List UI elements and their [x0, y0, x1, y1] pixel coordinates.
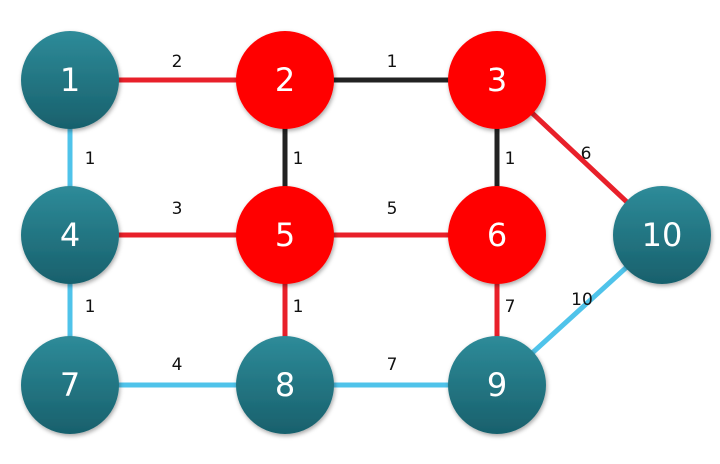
node-10: 10 — [613, 186, 711, 284]
node-circle-8 — [236, 336, 334, 434]
edge-weight-8-9: 7 — [387, 355, 398, 375]
edge-weight-6-9: 7 — [505, 297, 516, 317]
edge-weight-1-4: 1 — [85, 149, 96, 169]
node-label-8: 8 — [275, 366, 295, 404]
edge-weight-2-3: 1 — [387, 52, 398, 72]
edge-weight-5-6: 5 — [387, 199, 398, 219]
edges-layer — [67, 77, 664, 388]
node-4: 4 — [21, 186, 119, 284]
edge-weight-1-2: 2 — [172, 52, 183, 72]
edge-weight-5-8: 1 — [293, 297, 304, 317]
node-circle-5 — [236, 186, 334, 284]
node-label-6: 6 — [487, 216, 507, 254]
node-circle-1 — [21, 31, 119, 129]
node-1: 1 — [21, 31, 119, 129]
node-label-5: 5 — [275, 216, 295, 254]
node-label-9: 9 — [487, 366, 507, 404]
node-label-7: 7 — [60, 366, 80, 404]
edge-weight-4-7: 1 — [85, 297, 96, 317]
node-circle-2 — [236, 31, 334, 129]
node-6: 6 — [448, 186, 546, 284]
node-circle-3 — [448, 31, 546, 129]
edge-weight-4-5: 3 — [172, 199, 183, 219]
node-label-1: 1 — [60, 61, 80, 99]
edge-weight-7-8: 4 — [172, 355, 183, 375]
edge-weight-3-6: 1 — [505, 149, 516, 169]
node-circle-7 — [21, 336, 119, 434]
node-5: 5 — [236, 186, 334, 284]
node-circle-6 — [448, 186, 546, 284]
node-9: 9 — [448, 336, 546, 434]
node-circle-10 — [613, 186, 711, 284]
node-label-2: 2 — [275, 61, 295, 99]
node-7: 7 — [21, 336, 119, 434]
node-label-10: 10 — [642, 216, 683, 254]
edge-weight-3-10: 6 — [581, 144, 592, 164]
node-8: 8 — [236, 336, 334, 434]
nodes-layer: 1 2 3 4 5 6 7 8 9 10 — [21, 31, 711, 434]
node-3: 3 — [448, 31, 546, 129]
node-circle-4 — [21, 186, 119, 284]
node-label-4: 4 — [60, 216, 80, 254]
node-2: 2 — [236, 31, 334, 129]
edge-weight-2-5: 1 — [293, 149, 304, 169]
node-label-3: 3 — [487, 61, 507, 99]
edge-weight-9-10: 10 — [571, 290, 593, 310]
node-circle-9 — [448, 336, 546, 434]
